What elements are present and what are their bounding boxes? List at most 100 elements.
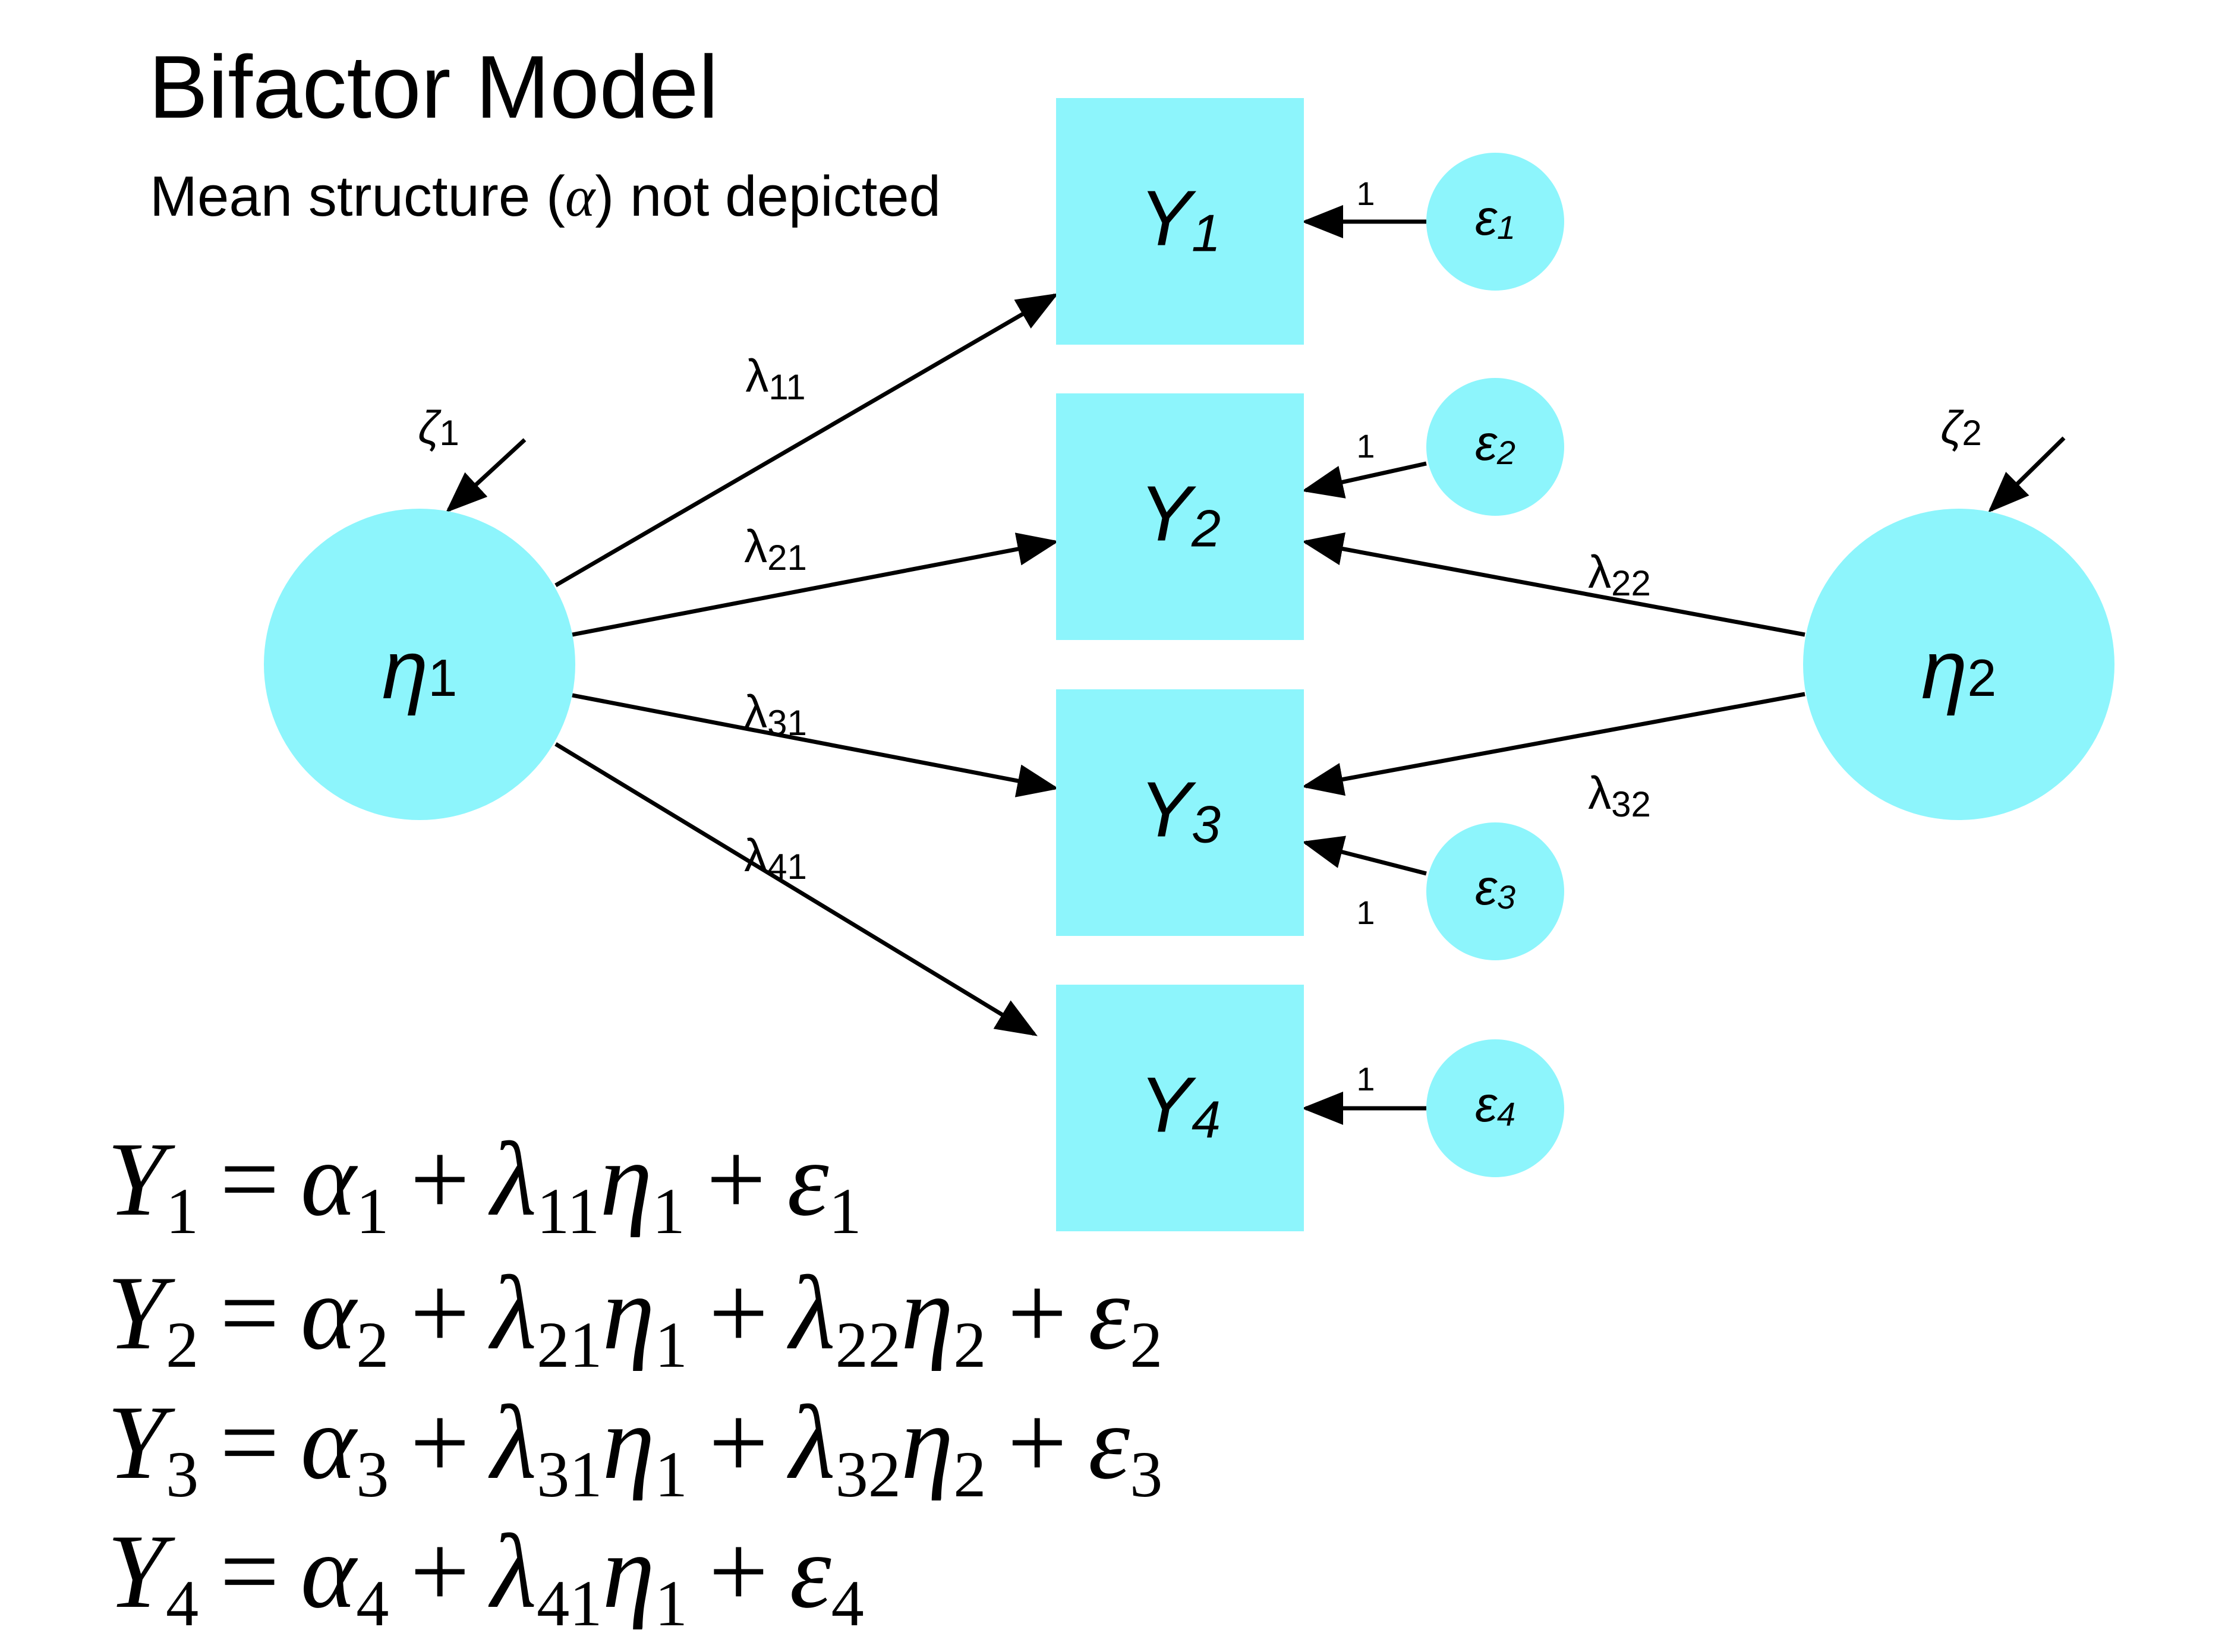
equation-token: α — [300, 1254, 357, 1372]
subtitle-alpha: α — [565, 165, 595, 228]
equation-token: ε — [789, 1512, 831, 1630]
equation-token: λ — [490, 1120, 537, 1238]
indicator-box-Y1 — [1056, 98, 1304, 345]
equation-token: 31 — [537, 1437, 603, 1511]
equation-token: + — [708, 1512, 768, 1630]
equation-row: Y2=α2+λ21η1+λ22η2+ε2 — [107, 1260, 1162, 1377]
error-label-eps4: ε4 — [1475, 1076, 1515, 1133]
equation-token: 4 — [166, 1566, 199, 1640]
error-path-label-eps1: 1 — [1356, 175, 1375, 212]
error-path-label-eps2: 1 — [1356, 427, 1375, 465]
loading-arrow-eta1-Y3 — [572, 693, 1059, 797]
equation-token: 4 — [831, 1566, 864, 1640]
equation-token: α — [300, 1383, 357, 1501]
page-title: Bifactor Model — [149, 37, 718, 137]
equation-token: ε — [1088, 1383, 1130, 1501]
equation-token: 1 — [654, 1566, 688, 1640]
equation-token: ε — [1088, 1254, 1130, 1372]
equation-token: = — [219, 1120, 280, 1238]
error-node-eps4 — [1426, 1039, 1564, 1177]
disturbance-arrow-zeta1 — [445, 438, 527, 513]
loading-arrow-eta1-Y2 — [572, 532, 1059, 637]
factor-node-eta1 — [264, 509, 575, 820]
indicator-label-Y3: Y3 — [1139, 765, 1221, 853]
loading-arrow-eta2-Y2 — [1301, 532, 1805, 637]
equation-token: = — [219, 1254, 280, 1372]
equation-token: 22 — [835, 1308, 901, 1381]
equation-token: Y — [107, 1512, 166, 1630]
equation-token: 4 — [356, 1566, 389, 1640]
equation-token: + — [708, 1254, 768, 1372]
equation-token: 1 — [654, 1308, 688, 1381]
indicator-box-Y2 — [1056, 393, 1304, 640]
equation-token: η — [602, 1254, 655, 1372]
loading-label-eta2-Y3: λ32 — [1588, 767, 1651, 824]
equation-token: 2 — [356, 1308, 389, 1381]
equation-token: λ — [789, 1254, 836, 1372]
equation-token: 1 — [654, 1437, 688, 1511]
disturbance-label-zeta2: ζ2 — [1940, 401, 1982, 453]
equation-token: λ — [490, 1512, 537, 1630]
equation-token: = — [219, 1383, 280, 1501]
factor-node-eta2 — [1803, 509, 2114, 820]
loading-label-eta1-Y2: λ21 — [744, 520, 807, 578]
equation-token: + — [409, 1120, 470, 1238]
equation-token: Y — [107, 1383, 166, 1501]
error-path-label-eps4: 1 — [1356, 1060, 1375, 1098]
indicator-box-Y3 — [1056, 689, 1304, 936]
equation-token: 3 — [166, 1437, 199, 1511]
equation-row: Y1=α1+λ11η1+ε1 — [107, 1126, 862, 1244]
equation-token: + — [1007, 1383, 1067, 1501]
loading-arrow-eta1-Y1 — [554, 293, 1059, 588]
disturbance-arrow-zeta2 — [1988, 436, 2066, 513]
equation-token: 21 — [537, 1308, 603, 1381]
equation-token: + — [1007, 1254, 1067, 1372]
equation-token: 2 — [166, 1308, 199, 1381]
equation-token: + — [409, 1254, 470, 1372]
loading-label-eta1-Y3: λ31 — [744, 685, 807, 743]
subtitle: Mean structure (α) not depicted — [150, 163, 941, 229]
loading-label-eta1-Y4: λ41 — [744, 829, 807, 887]
equation-token: 3 — [1130, 1437, 1163, 1511]
loading-label-eta2-Y2: λ22 — [1588, 546, 1651, 603]
equation-token: 1 — [356, 1174, 389, 1247]
equation-token: η — [602, 1383, 655, 1501]
error-node-eps1 — [1426, 153, 1564, 291]
equation-token: α — [300, 1512, 357, 1630]
equation-token: 2 — [953, 1437, 987, 1511]
equation-token: 32 — [835, 1437, 901, 1511]
equation-token: 2 — [1130, 1308, 1163, 1381]
equation-token: λ — [490, 1254, 537, 1372]
equation-token: Y — [107, 1254, 166, 1372]
equation-token: 3 — [356, 1437, 389, 1511]
error-label-eps3: ε3 — [1475, 859, 1515, 916]
equation-token: η — [600, 1120, 653, 1238]
error-arrow-eps2 — [1301, 461, 1427, 499]
equation-token: + — [706, 1120, 766, 1238]
error-node-eps2 — [1426, 378, 1564, 516]
indicator-label-Y1: Y1 — [1139, 174, 1221, 262]
equation-token: Y — [107, 1120, 166, 1238]
equation-token: + — [409, 1383, 470, 1501]
error-arrow-eps3 — [1301, 836, 1427, 876]
equation-token: η — [900, 1383, 954, 1501]
disturbance-label-zeta1: ζ1 — [418, 401, 459, 453]
equation-token: η — [602, 1512, 655, 1630]
loading-arrow-eta1-Y4 — [554, 742, 1038, 1036]
error-label-eps1: ε1 — [1475, 190, 1515, 246]
equation-token: 11 — [537, 1174, 600, 1247]
error-node-eps3 — [1426, 822, 1564, 960]
indicator-label-Y4: Y4 — [1139, 1061, 1221, 1149]
error-label-eps2: ε2 — [1475, 415, 1515, 471]
equation-token: λ — [490, 1383, 537, 1501]
equation-token: 1 — [828, 1174, 862, 1247]
subtitle-suffix: ) not depicted — [595, 165, 941, 228]
equation-row: Y4=α4+λ41η1+ε4 — [107, 1518, 864, 1636]
equation-token: λ — [789, 1383, 836, 1501]
equation-token: 1 — [652, 1174, 685, 1247]
equation-token: + — [708, 1383, 768, 1501]
error-path-label-eps3: 1 — [1356, 894, 1375, 931]
equation-row: Y3=α3+λ31η1+λ32η2+ε3 — [107, 1389, 1162, 1507]
